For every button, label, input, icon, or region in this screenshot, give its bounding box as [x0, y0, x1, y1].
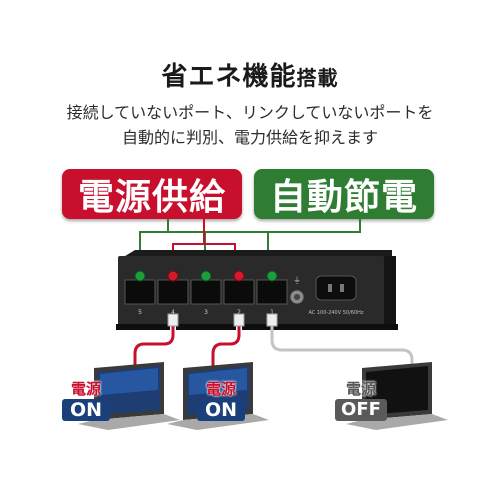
- laptop-1-badge-top: 電源: [70, 380, 101, 398]
- status-dot-port4: [167, 270, 179, 282]
- port-number-3: 3: [204, 309, 208, 316]
- power-spec-text: AC 100-240V 50/60Hz: [308, 310, 363, 316]
- plug-port4: [167, 313, 179, 327]
- port-1: [256, 279, 288, 305]
- cable-port1: [270, 316, 414, 392]
- plug-port1: [266, 313, 278, 327]
- power-inlet-icon: [315, 275, 357, 301]
- laptop-3-badge: 電源 OFF: [335, 378, 387, 421]
- laptop-2-badge-bottom: ON: [197, 399, 245, 421]
- switch-side: [384, 256, 396, 326]
- laptop-1: [78, 362, 180, 430]
- port-number-1: 1: [270, 309, 274, 316]
- description-line-2: 自動的に判別、電力供給を抑えます: [121, 128, 378, 147]
- auto-save-label: 自動節電: [254, 169, 434, 219]
- port-number-5: 5: [138, 309, 142, 316]
- status-dot-port1: [266, 270, 278, 282]
- title-main: 省エネ機能: [161, 62, 297, 92]
- port-5: [124, 279, 156, 305]
- title-sub: 搭載: [296, 66, 339, 90]
- laptop-1-badge: 電源 ON: [62, 378, 110, 421]
- cable-port2: [211, 316, 241, 397]
- laptop-2-badge-top: 電源: [205, 380, 236, 398]
- cable-port4: [133, 316, 175, 392]
- status-dot-port2: [233, 270, 245, 282]
- laptop-3-badge-top: 電源: [345, 380, 376, 398]
- status-dot-port5: [134, 270, 146, 282]
- port-2: [223, 279, 255, 305]
- laptop-3-badge-bottom: OFF: [335, 399, 387, 421]
- laptop-1-badge-bottom: ON: [62, 399, 110, 421]
- port-4: [157, 279, 189, 305]
- port-number-4: 4: [171, 309, 175, 316]
- description-line-1: 接続していないポート、リンクしていないポートを: [66, 103, 434, 122]
- plug-port2: [233, 313, 245, 327]
- ground-symbol-icon: ⏚: [293, 276, 301, 285]
- status-dot-port3: [200, 270, 212, 282]
- switch-base: [116, 324, 398, 330]
- page-title: 省エネ機能搭載: [0, 56, 500, 93]
- power-supply-label: 電源供給: [62, 169, 242, 219]
- laptop-2-badge: 電源 ON: [197, 378, 245, 421]
- port-3: [190, 279, 222, 305]
- port-group: [124, 279, 288, 305]
- port-number-2: 2: [237, 309, 241, 316]
